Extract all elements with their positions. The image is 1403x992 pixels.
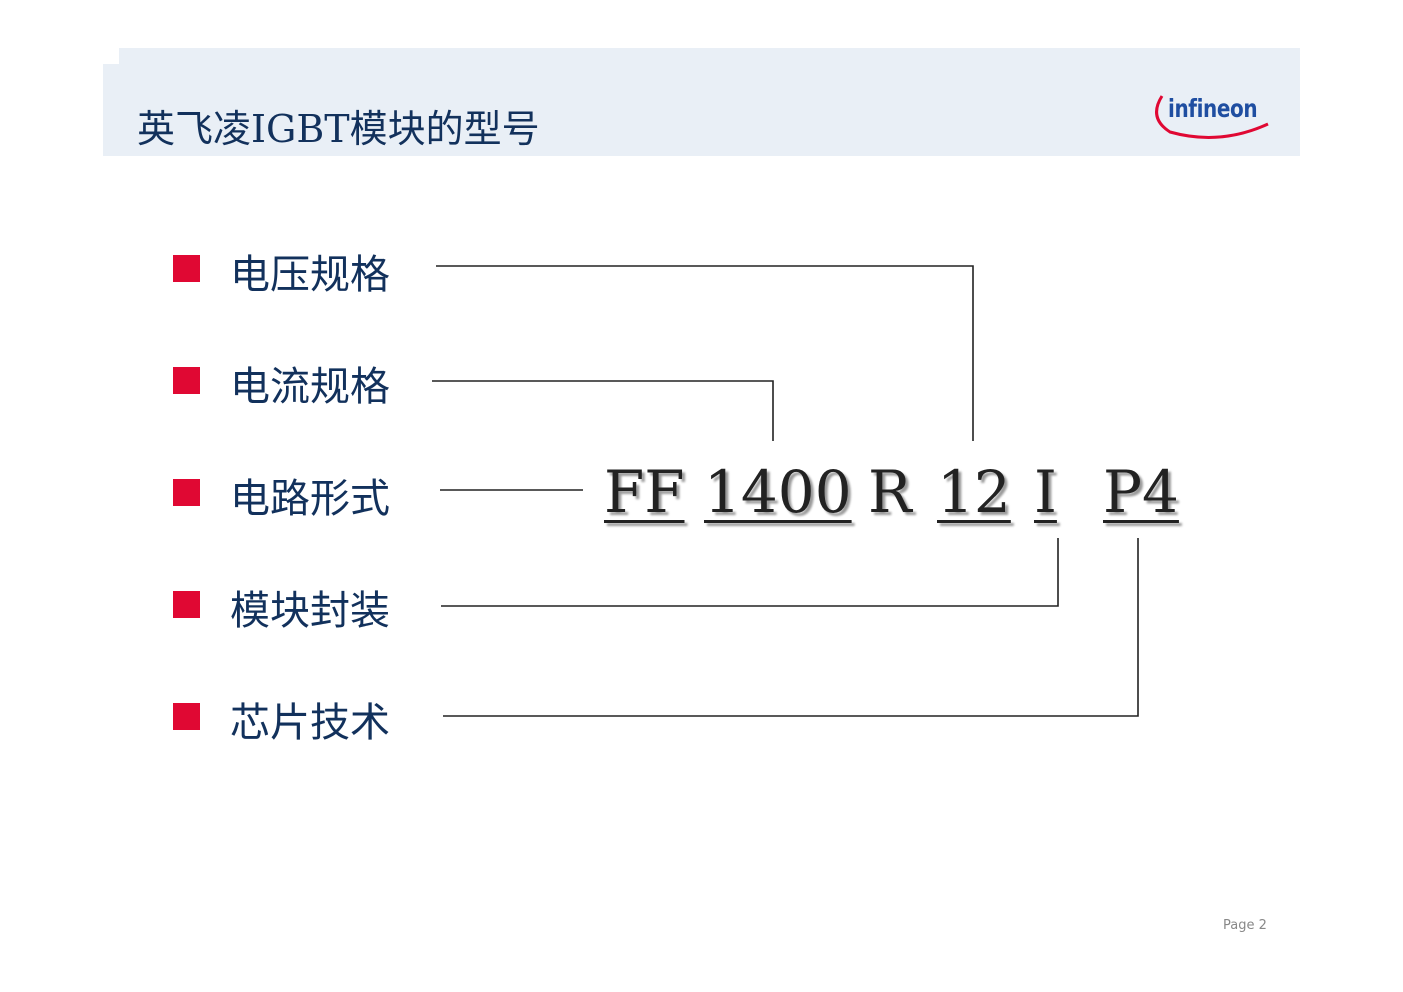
code-voltage: 12 (937, 458, 1011, 526)
page-title: 英飞凌IGBT模块的型号 (137, 107, 540, 151)
code-package: I (1034, 458, 1057, 526)
code-chip: P4 (1103, 458, 1179, 526)
connector-voltage (436, 265, 974, 441)
bullet-square-icon (173, 703, 200, 730)
title-bar (103, 48, 1300, 156)
bullet-label: 模块封装 (230, 588, 390, 634)
bullet-square-icon (173, 367, 200, 394)
bullet-label: 电流规格 (230, 364, 390, 410)
code-separator: R (868, 458, 912, 526)
bullet-square-icon (173, 255, 200, 282)
connector-chip (443, 538, 1139, 717)
title-bar-notch (103, 48, 119, 64)
code-circuit: FF (604, 458, 685, 526)
logo-text: infineon (1168, 94, 1258, 123)
infineon-logo-icon (1155, 95, 1269, 139)
bullet-square-icon (173, 591, 200, 618)
connector-package (441, 538, 1059, 607)
code-current: 1400 (704, 458, 852, 526)
bullet-square-icon (173, 479, 200, 506)
bullet-label: 电压规格 (230, 252, 390, 298)
connector-current (432, 380, 774, 441)
bullet-label: 芯片技术 (230, 700, 390, 746)
bullet-label: 电路形式 (230, 476, 390, 522)
page-number: Page 2 (1223, 918, 1267, 933)
